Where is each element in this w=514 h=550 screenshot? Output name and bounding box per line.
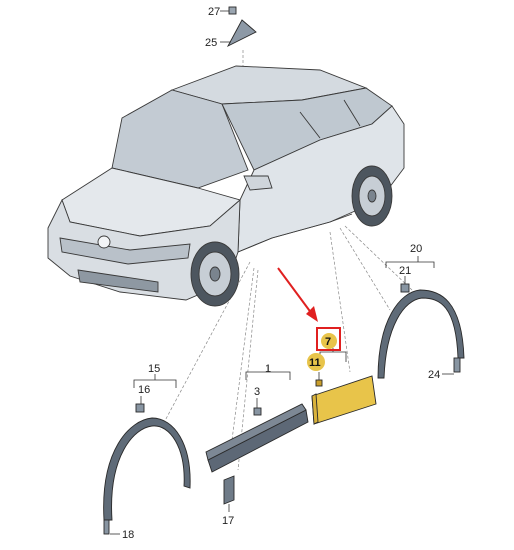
callout-3: 3 xyxy=(254,386,260,398)
callout-18: 18 xyxy=(122,529,134,541)
callout-27: 27 xyxy=(208,6,220,18)
callout-1: 1 xyxy=(265,363,271,375)
callout-25: 25 xyxy=(205,37,217,49)
part-25-27 xyxy=(220,6,257,48)
callout-16: 16 xyxy=(138,384,150,396)
highlight-arrow xyxy=(277,267,318,322)
part-15-front-arch xyxy=(103,374,191,535)
callout-21: 21 xyxy=(399,265,411,277)
car-illustration xyxy=(47,65,405,307)
callout-7-box xyxy=(316,327,341,351)
part-17-clip xyxy=(223,475,235,512)
callout-11-badge xyxy=(307,353,325,371)
callout-15: 15 xyxy=(148,363,160,375)
callout-7: 7 xyxy=(325,336,331,348)
part-7-sill-trim xyxy=(311,348,377,425)
callout-20: 20 xyxy=(410,243,422,255)
part-20-rear-arch xyxy=(377,256,465,379)
part-1-sill-trim xyxy=(205,366,309,473)
callout-24: 24 xyxy=(428,369,440,381)
car-rear-wheel xyxy=(351,165,393,227)
callout-17: 17 xyxy=(222,515,234,527)
callout-7-badge xyxy=(321,333,337,349)
callout-11: 11 xyxy=(309,357,321,369)
car-front-wheel xyxy=(190,241,240,307)
